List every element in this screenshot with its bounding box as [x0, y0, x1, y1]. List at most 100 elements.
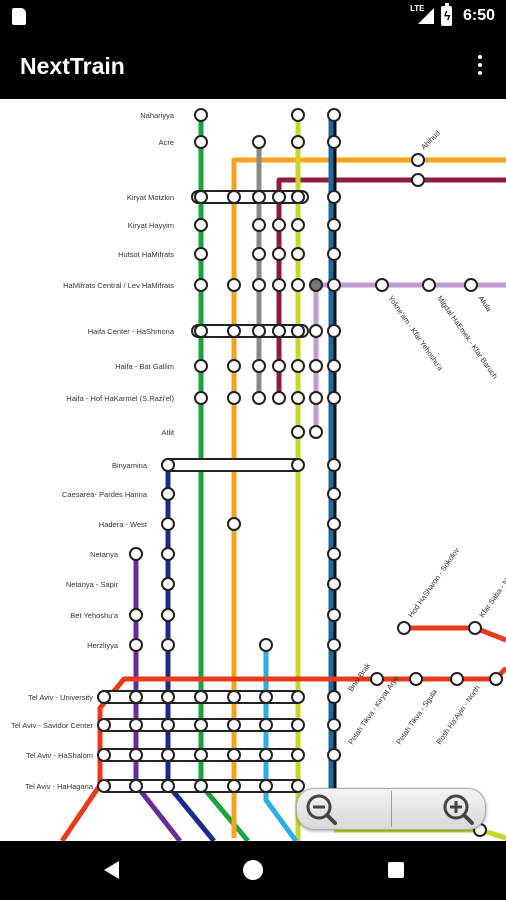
station-stop[interactable]	[194, 718, 208, 732]
station-stop[interactable]	[161, 638, 175, 652]
station-stop[interactable]	[327, 391, 341, 405]
station-stop[interactable]	[129, 718, 143, 732]
station-stop[interactable]	[468, 621, 482, 635]
station-stop[interactable]	[194, 748, 208, 762]
station-stop[interactable]	[194, 391, 208, 405]
station-stop[interactable]	[272, 247, 286, 261]
station-stop[interactable]	[309, 425, 323, 439]
station-stop[interactable]	[161, 547, 175, 561]
station-stop[interactable]	[194, 108, 208, 122]
station-stop[interactable]	[291, 718, 305, 732]
station-stop[interactable]	[291, 748, 305, 762]
station-stop[interactable]	[97, 690, 111, 704]
station-stop[interactable]	[291, 135, 305, 149]
station-stop[interactable]	[259, 748, 273, 762]
station-stop[interactable]	[194, 359, 208, 373]
station-stop[interactable]	[259, 718, 273, 732]
station-stop[interactable]	[252, 135, 266, 149]
station-stop[interactable]	[252, 190, 266, 204]
station-stop[interactable]	[375, 278, 389, 292]
station-stop[interactable]	[327, 108, 341, 122]
station-stop[interactable]	[227, 359, 241, 373]
station-stop[interactable]	[252, 278, 266, 292]
zoom-in-button[interactable]	[392, 789, 485, 829]
station-stop[interactable]	[409, 672, 423, 686]
station-stop[interactable]	[291, 690, 305, 704]
station-stop[interactable]	[161, 517, 175, 531]
station-stop[interactable]	[327, 638, 341, 652]
station-stop[interactable]	[227, 324, 241, 338]
station-stop[interactable]	[327, 547, 341, 561]
station-stop[interactable]	[327, 247, 341, 261]
station-stop[interactable]	[370, 672, 384, 686]
station-stop[interactable]	[291, 391, 305, 405]
station-stop[interactable]	[227, 690, 241, 704]
station-stop[interactable]	[272, 391, 286, 405]
station-stop[interactable]	[252, 359, 266, 373]
station-stop[interactable]	[291, 218, 305, 232]
station-stop[interactable]	[291, 359, 305, 373]
station-stop[interactable]	[291, 425, 305, 439]
station-stop[interactable]	[327, 718, 341, 732]
station-stops[interactable]	[97, 108, 503, 837]
station-stop[interactable]	[327, 458, 341, 472]
station-stop[interactable]	[252, 391, 266, 405]
station-stop[interactable]	[97, 718, 111, 732]
station-stop[interactable]	[252, 324, 266, 338]
station-stop[interactable]	[161, 487, 175, 501]
station-stop[interactable]	[291, 247, 305, 261]
station-stop-selected[interactable]	[309, 278, 323, 292]
station-stop[interactable]	[272, 190, 286, 204]
station-stop[interactable]	[259, 638, 273, 652]
station-stop[interactable]	[161, 577, 175, 591]
station-stop[interactable]	[327, 359, 341, 373]
station-stop[interactable]	[194, 218, 208, 232]
station-stop[interactable]	[97, 779, 111, 793]
station-stop[interactable]	[259, 779, 273, 793]
station-stop[interactable]	[194, 247, 208, 261]
station-stop[interactable]	[327, 135, 341, 149]
station-stop[interactable]	[161, 779, 175, 793]
station-stop[interactable]	[252, 218, 266, 232]
station-stop[interactable]	[327, 218, 341, 232]
station-stop[interactable]	[194, 690, 208, 704]
station-stop[interactable]	[161, 690, 175, 704]
station-stop[interactable]	[227, 278, 241, 292]
station-stop[interactable]	[291, 779, 305, 793]
station-stop[interactable]	[291, 108, 305, 122]
station-stop[interactable]	[227, 190, 241, 204]
station-stop[interactable]	[129, 547, 143, 561]
station-stop[interactable]	[450, 672, 464, 686]
station-stop[interactable]	[411, 153, 425, 167]
station-stop[interactable]	[97, 748, 111, 762]
station-stop[interactable]	[422, 278, 436, 292]
station-stop[interactable]	[309, 359, 323, 373]
station-stop[interactable]	[194, 278, 208, 292]
station-stop[interactable]	[327, 324, 341, 338]
station-stop[interactable]	[194, 779, 208, 793]
station-stop[interactable]	[272, 278, 286, 292]
station-stop[interactable]	[272, 324, 286, 338]
station-stop[interactable]	[309, 391, 323, 405]
station-stop[interactable]	[194, 135, 208, 149]
station-stop[interactable]	[129, 748, 143, 762]
station-stop[interactable]	[411, 173, 425, 187]
station-stop[interactable]	[327, 690, 341, 704]
station-stop[interactable]	[327, 608, 341, 622]
station-stop[interactable]	[327, 190, 341, 204]
station-stop[interactable]	[129, 638, 143, 652]
station-stop[interactable]	[327, 517, 341, 531]
station-stop[interactable]	[291, 458, 305, 472]
station-stop[interactable]	[161, 748, 175, 762]
station-stop[interactable]	[327, 278, 341, 292]
station-stop[interactable]	[129, 690, 143, 704]
station-stop[interactable]	[259, 690, 273, 704]
station-stop[interactable]	[291, 190, 305, 204]
back-icon[interactable]	[104, 861, 119, 879]
station-stop[interactable]	[272, 359, 286, 373]
station-stop[interactable]	[489, 672, 503, 686]
station-stop[interactable]	[252, 247, 266, 261]
station-stop[interactable]	[291, 278, 305, 292]
